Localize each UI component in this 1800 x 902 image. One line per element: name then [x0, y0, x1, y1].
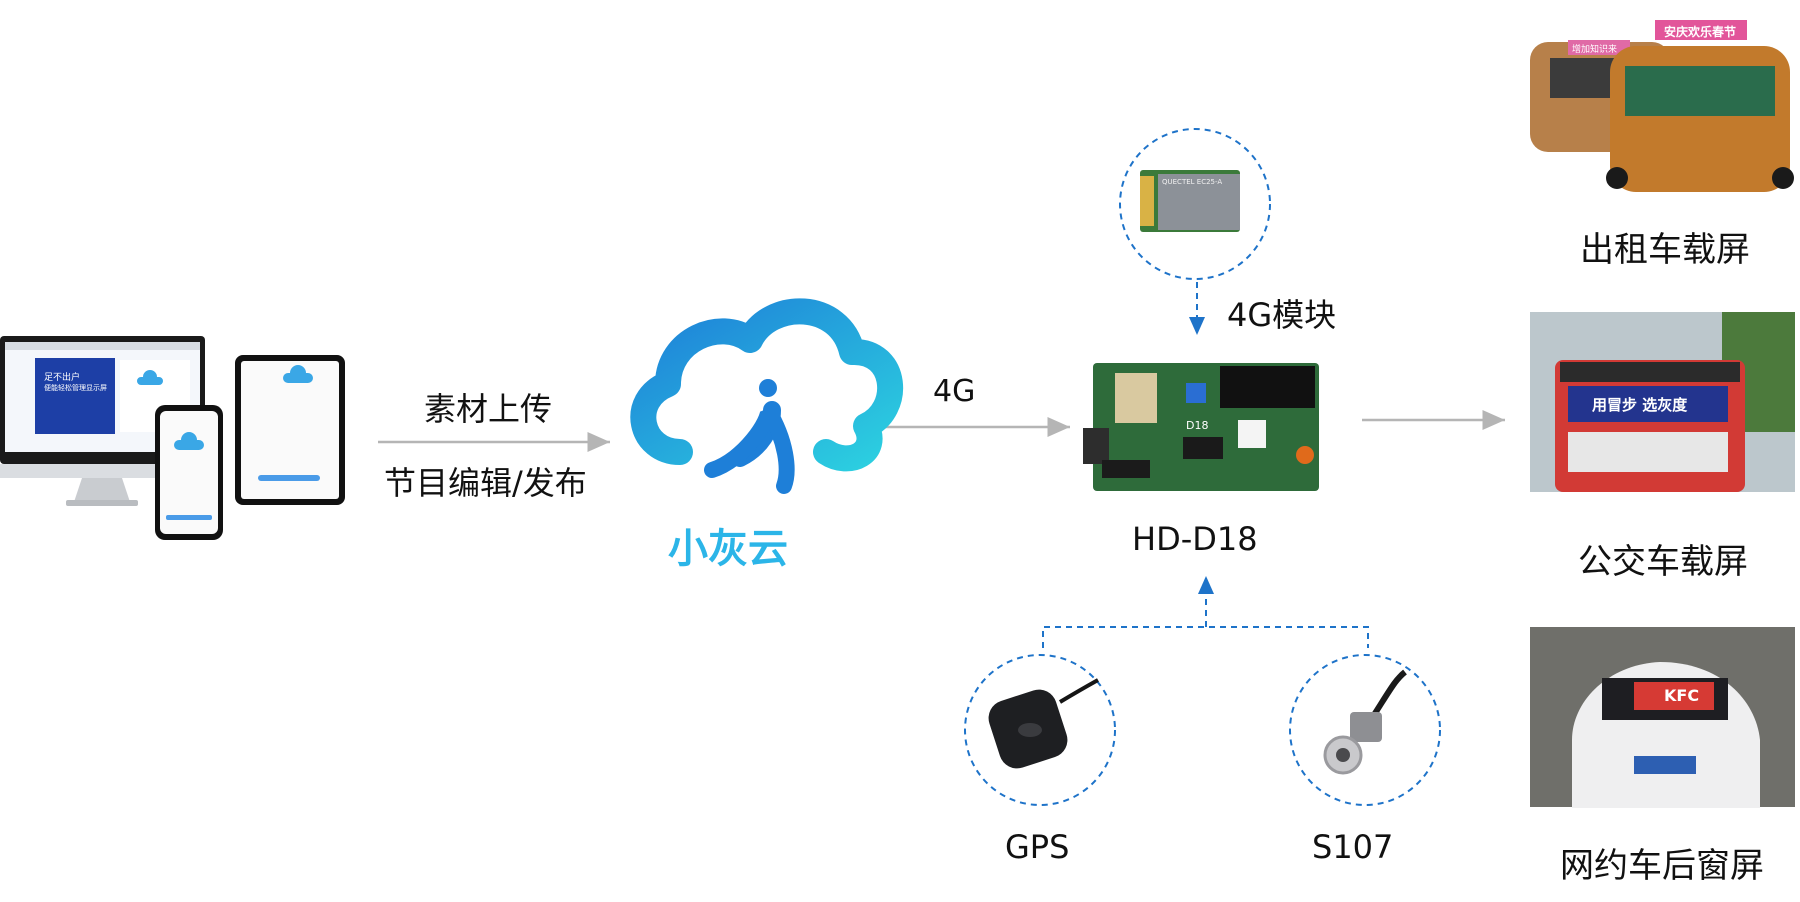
gps-circle: [964, 654, 1116, 806]
module-chip-text: QUECTEL EC25-A: [1162, 178, 1223, 186]
link-4g-label: 4G: [933, 374, 976, 409]
upload-label: 素材上传: [424, 390, 553, 428]
bus-sign: 用冒步 选灰度: [1592, 396, 1688, 414]
module-circle: [1119, 128, 1271, 280]
bus-screen-label: 公交车载屏: [1578, 542, 1748, 582]
monitor-subline: 便能轻松管理显示屏: [44, 384, 107, 392]
gps-label: GPS: [1005, 828, 1070, 866]
cloud-name: 小灰云: [668, 526, 788, 572]
taxi-screen-label: 出租车载屏: [1580, 230, 1750, 270]
s107-label: S107: [1312, 828, 1394, 866]
s107-circle: [1289, 654, 1441, 806]
car-sign: KFC: [1664, 686, 1700, 705]
module-label: 4G模块: [1227, 296, 1337, 334]
taxi-sign-right: 安庆欢乐春节: [1664, 25, 1737, 39]
controller-name: HD-D18: [1132, 520, 1258, 558]
controller-chip-label: D18: [1186, 419, 1209, 432]
taxi-sign-left: 增加知识来: [1572, 45, 1618, 55]
monitor-icon: [0, 336, 345, 540]
car-screen-label: 网约车后窗屏: [1560, 846, 1764, 886]
monitor-headline: 足不出户: [44, 373, 81, 383]
sensor-bracket: [1042, 626, 1369, 648]
publish-label: 节目编辑/发布: [384, 464, 587, 502]
devices-group: 足不出户 便能轻松管理显示屏: [0, 330, 350, 550]
